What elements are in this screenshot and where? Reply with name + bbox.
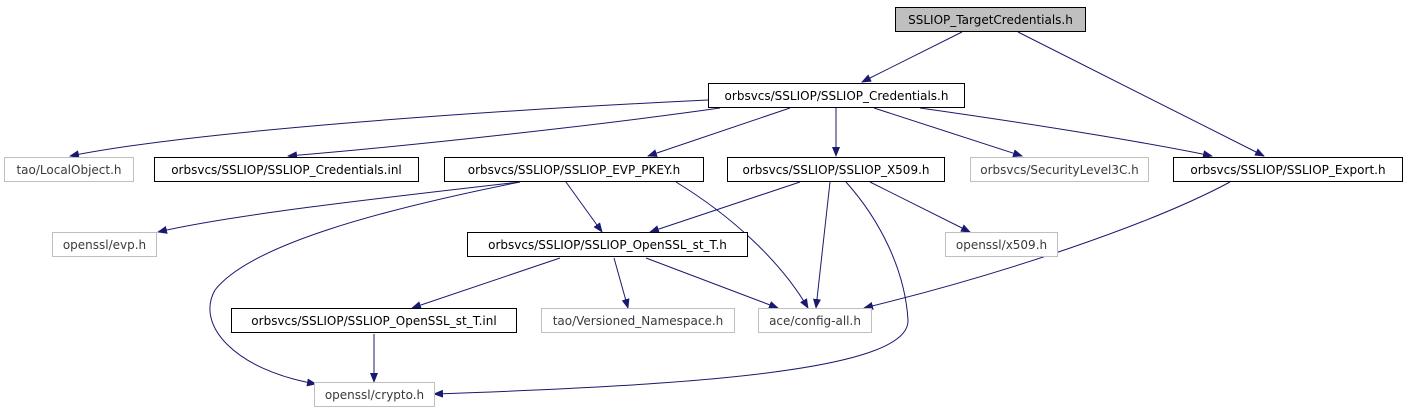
edge-x509-to-config-all xyxy=(813,181,831,309)
edge-target-to-credentials xyxy=(861,31,963,83)
node-openssl-crypto-h: openssl/crypto.h xyxy=(314,382,435,407)
edge-st-t-to-config-all xyxy=(645,257,779,309)
edge-st-t-to-versioned-namespace xyxy=(613,257,630,309)
edge-x509-to-crypto xyxy=(433,181,909,398)
node-evp-pkey-h[interactable]: orbsvcs/SSLIOP/SSLIOP_EVP_PKEY.h xyxy=(444,157,704,182)
node-openssl-st-t-inl[interactable]: orbsvcs/SSLIOP/SSLIOP_OpenSSL_st_T.inl xyxy=(231,308,517,333)
node-config-all-h: ace/config-all.h xyxy=(758,308,872,333)
node-openssl-x509-h: openssl/x509.h xyxy=(945,232,1058,257)
edge-evp-pkey-to-st-t xyxy=(565,181,603,233)
node-credentials-h[interactable]: orbsvcs/SSLIOP/SSLIOP_Credentials.h xyxy=(708,83,965,108)
edge-credentials-to-localobject xyxy=(69,99,709,159)
node-versioned-namespace-h: tao/Versioned_Namespace.h xyxy=(541,308,735,333)
node-local-object-h: tao/LocalObject.h xyxy=(4,157,134,182)
edge-target-to-export xyxy=(1017,31,1265,157)
edge-credentials-to-securitylevel3c xyxy=(873,107,1023,158)
node-credentials-inl[interactable]: orbsvcs/SSLIOP/SSLIOP_Credentials.inl xyxy=(154,157,419,182)
edge-evp-pkey-to-config-all xyxy=(675,181,809,309)
node-openssl-st-t-h[interactable]: orbsvcs/SSLIOP/SSLIOP_OpenSSL_st_T.h xyxy=(467,232,748,257)
edge-x509-to-openssl-x509 xyxy=(869,181,971,233)
node-security-level3c-h: orbsvcs/SecurityLevel3C.h xyxy=(970,157,1149,182)
edge-credentials-to-inl xyxy=(287,107,721,160)
node-export-h[interactable]: orbsvcs/SSLIOP/SSLIOP_Export.h xyxy=(1173,157,1403,182)
edge-evp-pkey-to-crypto xyxy=(209,181,521,387)
edge-credentials-to-export xyxy=(919,107,1213,159)
edge-export-to-config-all xyxy=(863,181,1231,310)
node-target-credentials-h[interactable]: SSLIOP_TargetCredentials.h xyxy=(895,7,1086,32)
edge-st-t-to-st-t-inl xyxy=(411,257,561,309)
node-openssl-evp-h: openssl/evp.h xyxy=(52,232,157,257)
edge-evp-pkey-to-openssl-evp xyxy=(157,181,521,234)
edge-x509-to-st-t xyxy=(649,181,801,233)
edge-credentials-to-evp-pkey xyxy=(647,107,791,157)
node-x509-h[interactable]: orbsvcs/SSLIOP/SSLIOP_X509.h xyxy=(727,157,945,182)
